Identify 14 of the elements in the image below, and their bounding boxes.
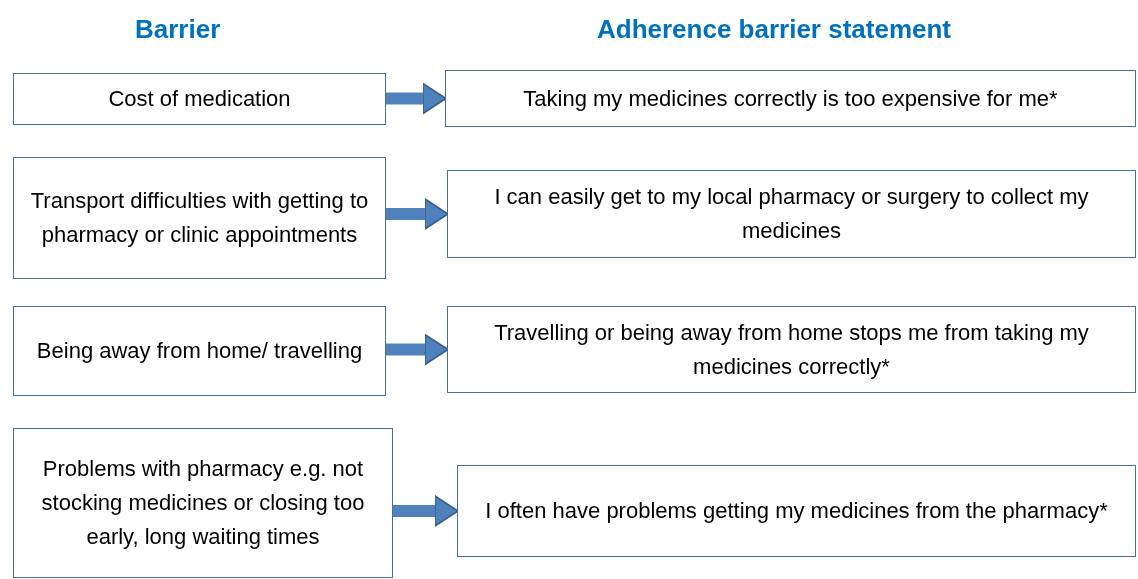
statement-box: I often have problems getting my medicines from the pharmacy* xyxy=(457,465,1136,557)
statement-box: Travelling or being away from home stops me from taking my medicines correctly* xyxy=(447,306,1136,393)
barrier-box: Being away from home/ travelling xyxy=(13,306,386,396)
block-arrow xyxy=(386,333,449,366)
barrier-box: Problems with pharmacy e.g. not stocking medicines or closing too early, long waiting times xyxy=(13,428,393,578)
barrier-box: Cost of medication xyxy=(13,73,386,125)
statement-box: Taking my medicines correctly is too expensive for me* xyxy=(445,70,1136,127)
barrier-box: Transport difficulties with getting to pharmacy or clinic appointments xyxy=(13,157,386,279)
block-arrow xyxy=(393,495,459,527)
block-arrow xyxy=(386,82,447,115)
column-heading: Barrier xyxy=(135,14,221,45)
column-heading: Adherence barrier statement xyxy=(597,14,952,45)
statement-box: I can easily get to my local pharmacy or surgery to collect my medicines xyxy=(447,170,1136,258)
block-arrow xyxy=(386,198,449,230)
